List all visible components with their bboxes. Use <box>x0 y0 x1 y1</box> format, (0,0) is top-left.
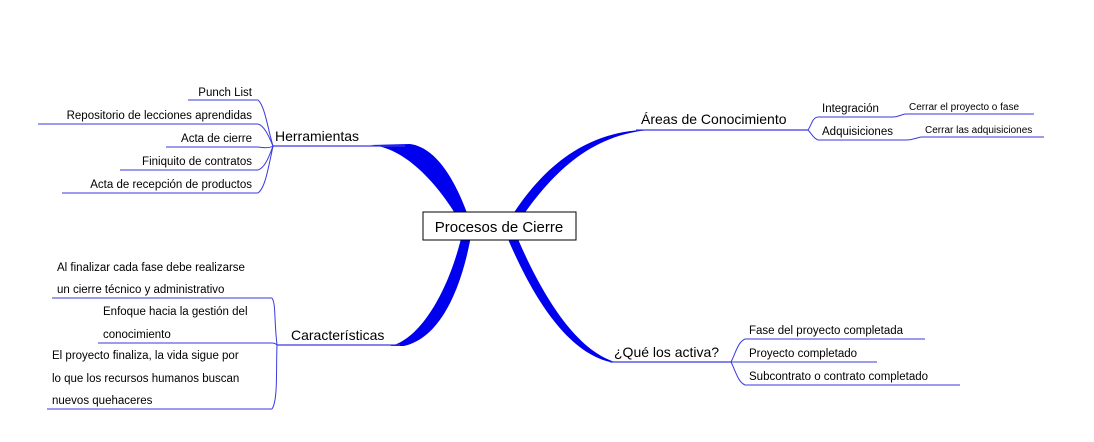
central-box <box>422 211 577 241</box>
caracteristicas-item-line[interactable]: Enfoque hacia la gestión del <box>103 306 248 318</box>
caracteristicas-label[interactable]: Características <box>291 327 384 343</box>
herramientas-item[interactable]: Finiquito de contratos <box>142 156 252 168</box>
caracteristicas-item-line[interactable]: conocimiento <box>103 329 171 341</box>
branch-areas-group: Áreas de Conocimiento Integración Cerrar… <box>636 102 1044 141</box>
central-node[interactable]: Procesos de Cierre <box>422 211 577 241</box>
activa-item[interactable]: Subcontrato o contrato completado <box>749 371 928 383</box>
herramientas-item[interactable]: Repositorio de lecciones aprendidas <box>67 110 253 122</box>
areas-item[interactable]: Integración <box>822 103 879 115</box>
activa-item[interactable]: Fase del proyecto completada <box>749 325 904 337</box>
herramientas-item[interactable]: Acta de recepción de productos <box>90 179 252 191</box>
central-label: Procesos de Cierre <box>435 219 563 236</box>
caracteristicas-item-line[interactable]: nuevos quehaceres <box>52 395 153 407</box>
herramientas-item[interactable]: Acta de cierre <box>181 133 252 145</box>
branch-herramientas-group: Herramientas Punch List Repositorio de l… <box>38 87 405 194</box>
caracteristicas-item-line[interactable]: lo que los recursos humanos buscan <box>52 373 239 385</box>
areas-label[interactable]: Áreas de Conocimiento <box>641 111 787 127</box>
activa-item[interactable]: Proyecto completado <box>749 348 857 360</box>
branch-caracteristicas-group: Características Al finalizar cada fase d… <box>47 262 400 410</box>
caracteristicas-item-line[interactable]: El proyecto finaliza, la vida sigue por <box>52 350 239 362</box>
herramientas-item[interactable]: Punch List <box>198 87 253 99</box>
caracteristicas-item-line[interactable]: un cierre técnico y administrativo <box>57 284 224 296</box>
caracteristicas-item-line[interactable]: Al finalizar cada fase debe realizarse <box>57 262 245 274</box>
main-branches <box>370 130 650 362</box>
branch-caracteristicas <box>390 230 472 346</box>
areas-item[interactable]: Adquisiciones <box>822 126 893 138</box>
areas-subitem[interactable]: Cerrar el proyecto o fase <box>909 102 1019 113</box>
herramientas-label[interactable]: Herramientas <box>275 128 359 144</box>
branch-activa <box>505 232 615 362</box>
activa-label[interactable]: ¿Qué los activa? <box>614 344 719 360</box>
areas-subitem[interactable]: Cerrar las adquisiciones <box>925 125 1032 136</box>
branch-activa-group: ¿Qué los activa? Fase del proyecto compl… <box>610 325 960 386</box>
